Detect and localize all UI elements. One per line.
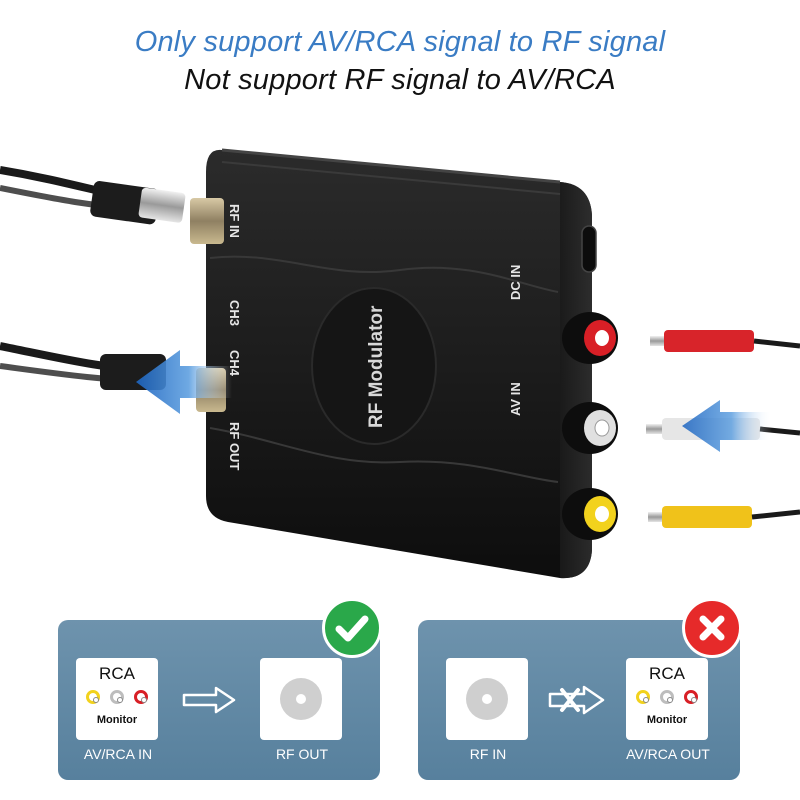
- supported-panel: RCA Monitor AV/RCA IN RF OUT: [58, 598, 382, 780]
- port-label-rf-out: RF OUT: [227, 422, 242, 470]
- rca-sub: Monitor: [96, 714, 138, 726]
- port-label-av-in: AV IN: [508, 382, 523, 416]
- white-jack-icon: [110, 690, 124, 704]
- port-label-ch4: CH4: [227, 350, 242, 377]
- x-icon: [682, 598, 742, 658]
- port-label-ch3: CH3: [227, 300, 242, 326]
- product-illustration: RF Modulator RF IN CH3 CH4 RF OUT DC IN …: [0, 148, 800, 579]
- signal-arrow-out-icon: [136, 350, 232, 414]
- rf-connector-card: [260, 658, 342, 740]
- label-rf-in: RF IN: [469, 746, 507, 762]
- rf-connector-card: [446, 658, 528, 740]
- yellow-jack-icon: [636, 690, 650, 704]
- check-icon: [322, 598, 382, 658]
- headline-not-supported: Not support RF signal to AV/RCA: [184, 64, 616, 96]
- yellow-jack-icon: [86, 690, 100, 704]
- rf-disc-icon: [466, 678, 508, 720]
- rca-plug-red: [650, 330, 800, 352]
- rca-monitor-card: RCA Monitor: [76, 658, 158, 740]
- red-jack-icon: [684, 690, 698, 704]
- label-av-rca-in: AV/RCA IN: [83, 746, 153, 762]
- rf-disc-icon: [280, 678, 322, 720]
- arrow-right-icon: [182, 686, 236, 714]
- dc-in-port: [581, 225, 597, 273]
- headline-supported: Only support AV/RCA signal to RF signal: [134, 26, 666, 58]
- white-jack-icon: [660, 690, 674, 704]
- signal-arrow-in-icon: [682, 400, 772, 452]
- red-jack-icon: [134, 690, 148, 704]
- rca-jack-yellow: [562, 488, 618, 540]
- rca-title: RCA: [99, 664, 135, 683]
- label-av-rca-out: AV/RCA OUT: [626, 746, 710, 762]
- port-label-rf-in: RF IN: [227, 204, 242, 238]
- port-label-dc-in: DC IN: [508, 265, 523, 300]
- rca-jacks: [634, 690, 700, 708]
- blocked-arrow-icon: [548, 685, 605, 715]
- rca-jack-red: [562, 312, 618, 364]
- rca-jacks: [84, 690, 150, 708]
- rca-title: RCA: [649, 664, 685, 683]
- logo-circle: [311, 287, 437, 445]
- unsupported-panel: RCA Monitor RF IN AV/RCA OUT: [418, 598, 742, 780]
- rca-plug-yellow: [648, 506, 800, 528]
- rca-sub: Monitor: [646, 714, 688, 726]
- label-rf-out: RF OUT: [275, 746, 329, 762]
- rca-jack-white: [562, 402, 618, 454]
- rca-monitor-card: RCA Monitor: [626, 658, 708, 740]
- rf-in-connector: [190, 198, 224, 244]
- device-name: RF Modulator: [366, 305, 387, 428]
